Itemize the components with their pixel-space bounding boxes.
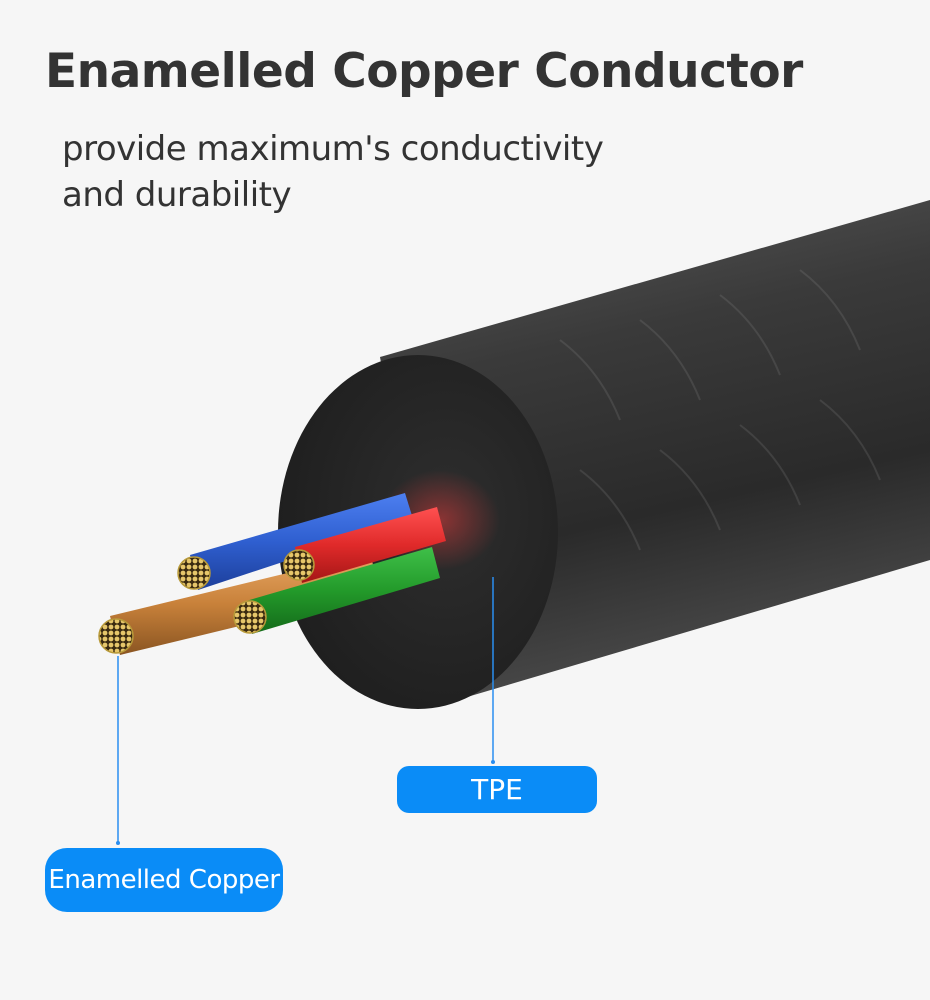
- tpe-callout: TPE: [397, 766, 597, 813]
- subtitle: provide maximum's conductivity and durab…: [62, 126, 604, 218]
- enamelled-copper-callout: Enamelled Copper: [45, 848, 283, 912]
- wire-green: [233, 547, 440, 634]
- page-title: Enamelled Copper Conductor: [45, 44, 803, 99]
- wire-blue: [177, 493, 413, 590]
- subtitle-line-2: and durability: [62, 175, 292, 215]
- wire-red: [283, 507, 446, 583]
- jacket-texture: [559, 269, 881, 551]
- subtitle-line-1: provide maximum's conductivity: [62, 129, 604, 169]
